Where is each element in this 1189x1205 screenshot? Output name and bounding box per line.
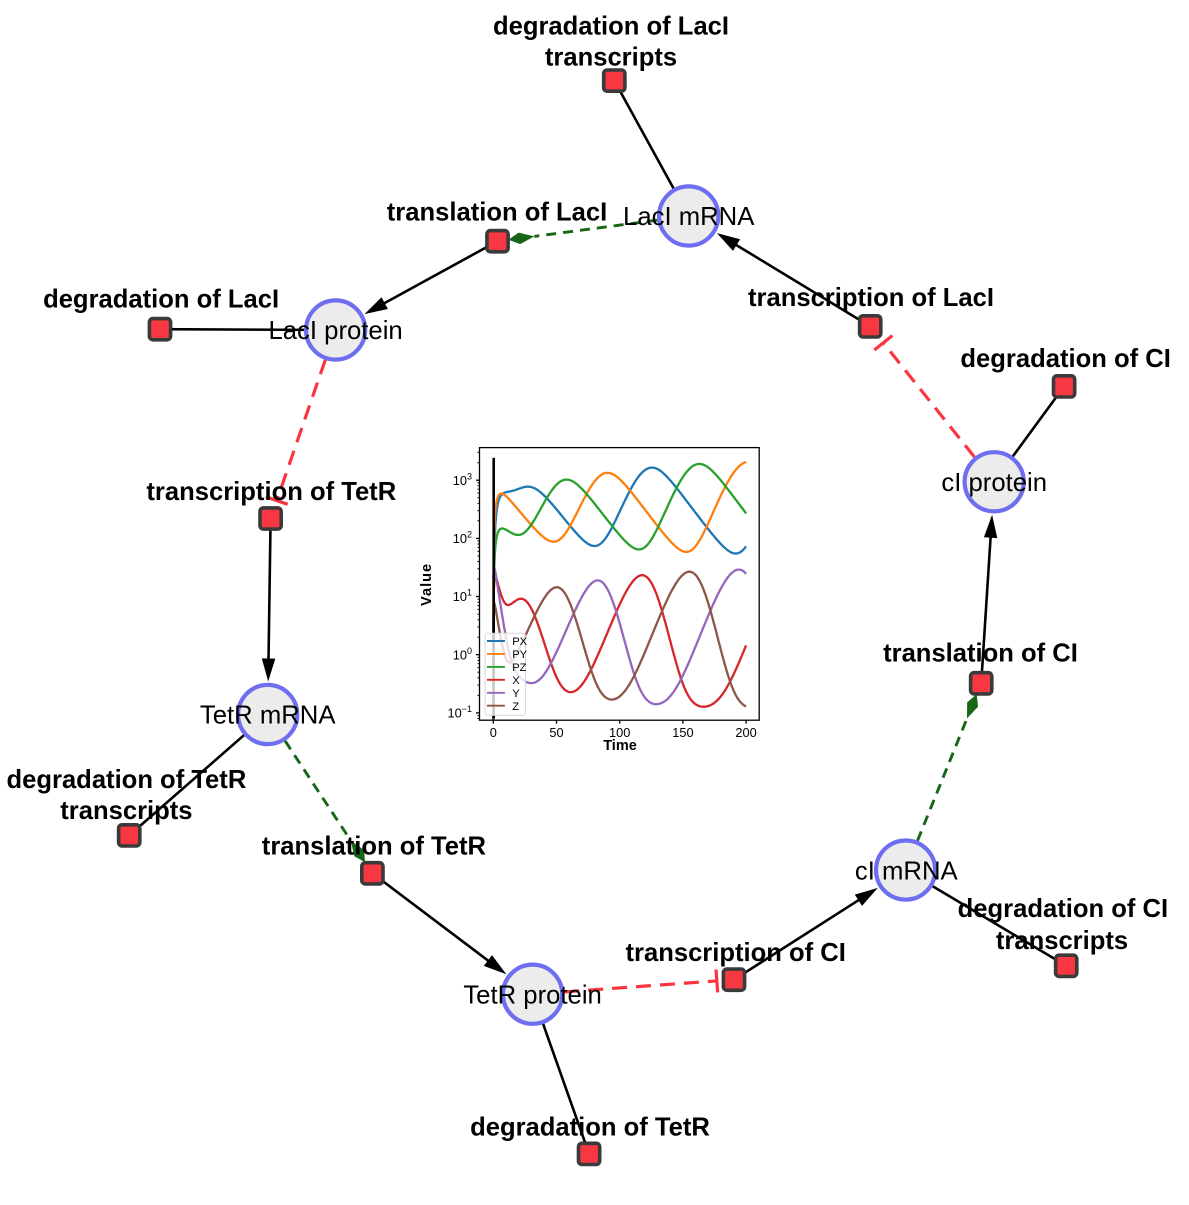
svg-text:PZ: PZ bbox=[512, 662, 526, 674]
svg-text:degradation of TetR: degradation of TetR bbox=[6, 766, 246, 794]
svg-text:Time: Time bbox=[603, 738, 637, 754]
svg-text:X: X bbox=[512, 675, 520, 687]
svg-text:degradation of LacI: degradation of LacI bbox=[43, 286, 279, 314]
svg-text:transcription of CI: transcription of CI bbox=[625, 939, 845, 967]
svg-text:translation of LacI: translation of LacI bbox=[387, 199, 607, 227]
svg-text:Value: Value bbox=[419, 563, 435, 606]
svg-text:transcripts: transcripts bbox=[996, 927, 1128, 955]
svg-text:translation of CI: translation of CI bbox=[883, 640, 1078, 668]
svg-text:degradation of CI: degradation of CI bbox=[960, 345, 1170, 373]
svg-text:Z: Z bbox=[512, 701, 519, 713]
svg-text:Y: Y bbox=[512, 688, 520, 700]
svg-text:LacI mRNA: LacI mRNA bbox=[623, 203, 755, 231]
svg-text:200: 200 bbox=[735, 725, 756, 740]
svg-text:degradation of LacI: degradation of LacI bbox=[493, 12, 729, 40]
svg-text:50: 50 bbox=[549, 725, 563, 740]
svg-text:100: 100 bbox=[609, 725, 630, 740]
svg-text:transcripts: transcripts bbox=[60, 797, 192, 825]
svg-text:PX: PX bbox=[512, 636, 527, 648]
svg-text:translation of TetR: translation of TetR bbox=[262, 832, 486, 860]
svg-text:150: 150 bbox=[672, 725, 693, 740]
svg-text:cI mRNA: cI mRNA bbox=[855, 857, 959, 885]
svg-text:degradation of CI: degradation of CI bbox=[958, 895, 1168, 923]
svg-text:degradation of TetR: degradation of TetR bbox=[470, 1114, 710, 1142]
svg-text:TetR mRNA: TetR mRNA bbox=[200, 702, 336, 730]
svg-text:0: 0 bbox=[490, 725, 497, 740]
svg-text:TetR protein: TetR protein bbox=[463, 981, 602, 1009]
svg-text:transcription of TetR: transcription of TetR bbox=[146, 478, 396, 506]
svg-text:transcripts: transcripts bbox=[545, 43, 677, 71]
svg-text:PY: PY bbox=[512, 649, 527, 661]
svg-text:LacI protein: LacI protein bbox=[268, 317, 402, 345]
svg-text:cI protein: cI protein bbox=[941, 469, 1047, 497]
svg-text:transcription of LacI: transcription of LacI bbox=[748, 284, 994, 312]
